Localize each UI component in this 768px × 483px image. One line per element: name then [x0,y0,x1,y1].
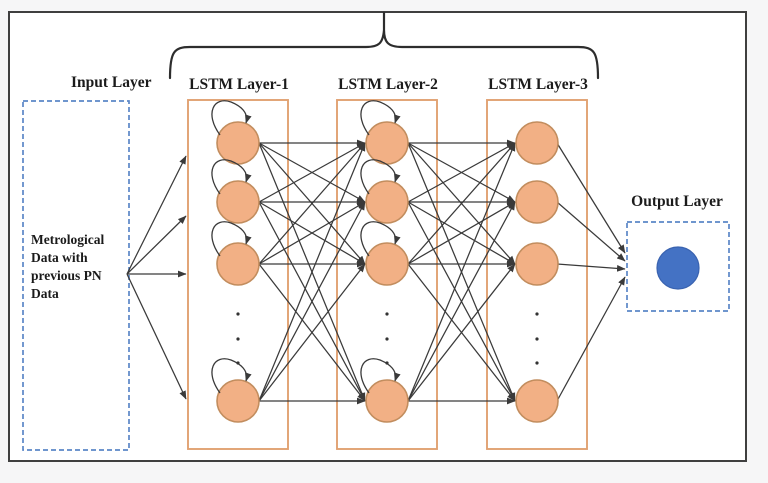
connection-arrow [258,201,366,265]
lstm-layer-box [187,99,289,450]
connection-arrow [407,142,516,203]
lstm-node [365,379,409,423]
ellipsis-dot [385,337,389,341]
self-loop-arrow [360,358,401,394]
lstm-node [365,242,409,286]
self-loop-arrow [211,100,252,136]
self-loop-arrow [360,100,401,136]
input-layer-box [22,100,130,451]
lstm-node [365,121,409,165]
input-text-line: previous PN [31,268,102,283]
input-arrow [126,273,187,400]
lstm-node [515,242,559,286]
ellipsis-dot [385,361,389,365]
connection-arrow [258,142,366,265]
lstm-layer-box [336,99,438,450]
ellipsis-dot [535,337,539,341]
input-text-line: Data with [31,250,88,265]
output-node [656,246,700,290]
connection-arrow [258,201,366,402]
lstm-node [365,180,409,224]
connection-arrow [407,142,516,265]
connection-arrow [407,201,516,265]
output-arrow [556,142,626,254]
ellipsis-dot [236,361,240,365]
connection-arrow [407,263,516,402]
self-loop-arrow [360,221,401,257]
lstm-node [216,242,260,286]
output-layer-box [626,221,730,312]
connection-arrow [258,142,366,203]
output-layer-title: Output Layer [631,193,723,210]
input-arrow [126,155,187,275]
ellipsis-dot [535,361,539,365]
lstm-node [216,379,260,423]
ellipsis-dot [385,312,389,316]
lstm-node [515,180,559,224]
lstm-node [216,121,260,165]
input-arrow [126,215,187,275]
input-layer-title: Input Layer [71,74,152,91]
lstm-node [216,180,260,224]
output-arrow [556,201,626,262]
output-arrow [556,263,626,272]
connection-arrow [407,201,516,402]
ellipsis-dot [236,337,240,341]
input-text-line: Metrological [31,232,105,247]
self-loop-arrow [360,159,401,195]
lstm-layer-box [486,99,588,450]
connection-arrow [258,263,366,402]
lstm-node [515,379,559,423]
input-layer-description: Metrological Data with previous PN Data [31,231,104,303]
self-loop-arrow [211,358,252,394]
lstm-layer-1-title: LSTM Layer-1 [189,76,289,93]
ellipsis-dot [535,312,539,316]
lstm-layer-2-title: LSTM Layer-2 [338,76,438,93]
connection-arrow [407,142,516,402]
output-arrow [556,276,626,402]
self-loop-arrow [211,221,252,257]
lstm-node [515,121,559,165]
connection-arrow [258,142,366,402]
hidden-layers-brace [168,11,600,80]
ellipsis-dot [236,312,240,316]
lstm-layer-3-title: LSTM Layer-3 [488,76,588,93]
input-text-line: Data [31,286,59,301]
self-loop-arrow [211,159,252,195]
